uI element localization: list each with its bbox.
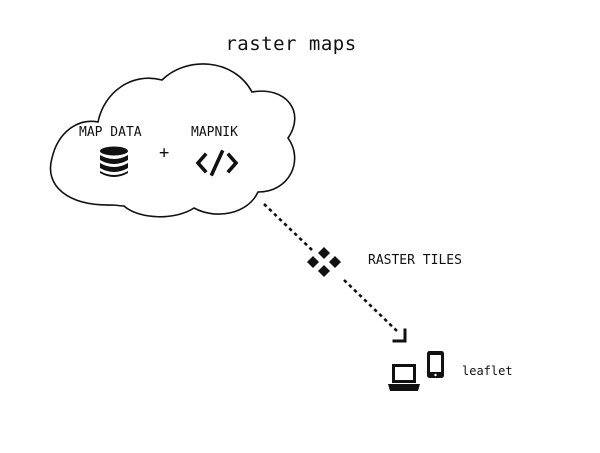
diagram-title: raster maps xyxy=(225,33,357,55)
plus-operator: + xyxy=(159,143,170,163)
database-icon xyxy=(100,146,128,177)
code-icon xyxy=(195,149,239,177)
flow-line-upper xyxy=(263,203,313,251)
arrow-down-right-icon xyxy=(392,328,407,343)
flow-line-lower xyxy=(343,279,399,333)
cloud-shape xyxy=(49,63,296,218)
leaflet-label: leaflet xyxy=(462,364,513,378)
laptop-icon xyxy=(388,364,420,391)
smartphone-icon xyxy=(427,351,444,378)
tiles-icon xyxy=(307,247,341,277)
raster-tiles-label: RASTER TILES xyxy=(368,253,462,268)
map-data-label: MAP DATA xyxy=(79,125,142,140)
mapnik-label: MAPNIK xyxy=(191,125,238,140)
